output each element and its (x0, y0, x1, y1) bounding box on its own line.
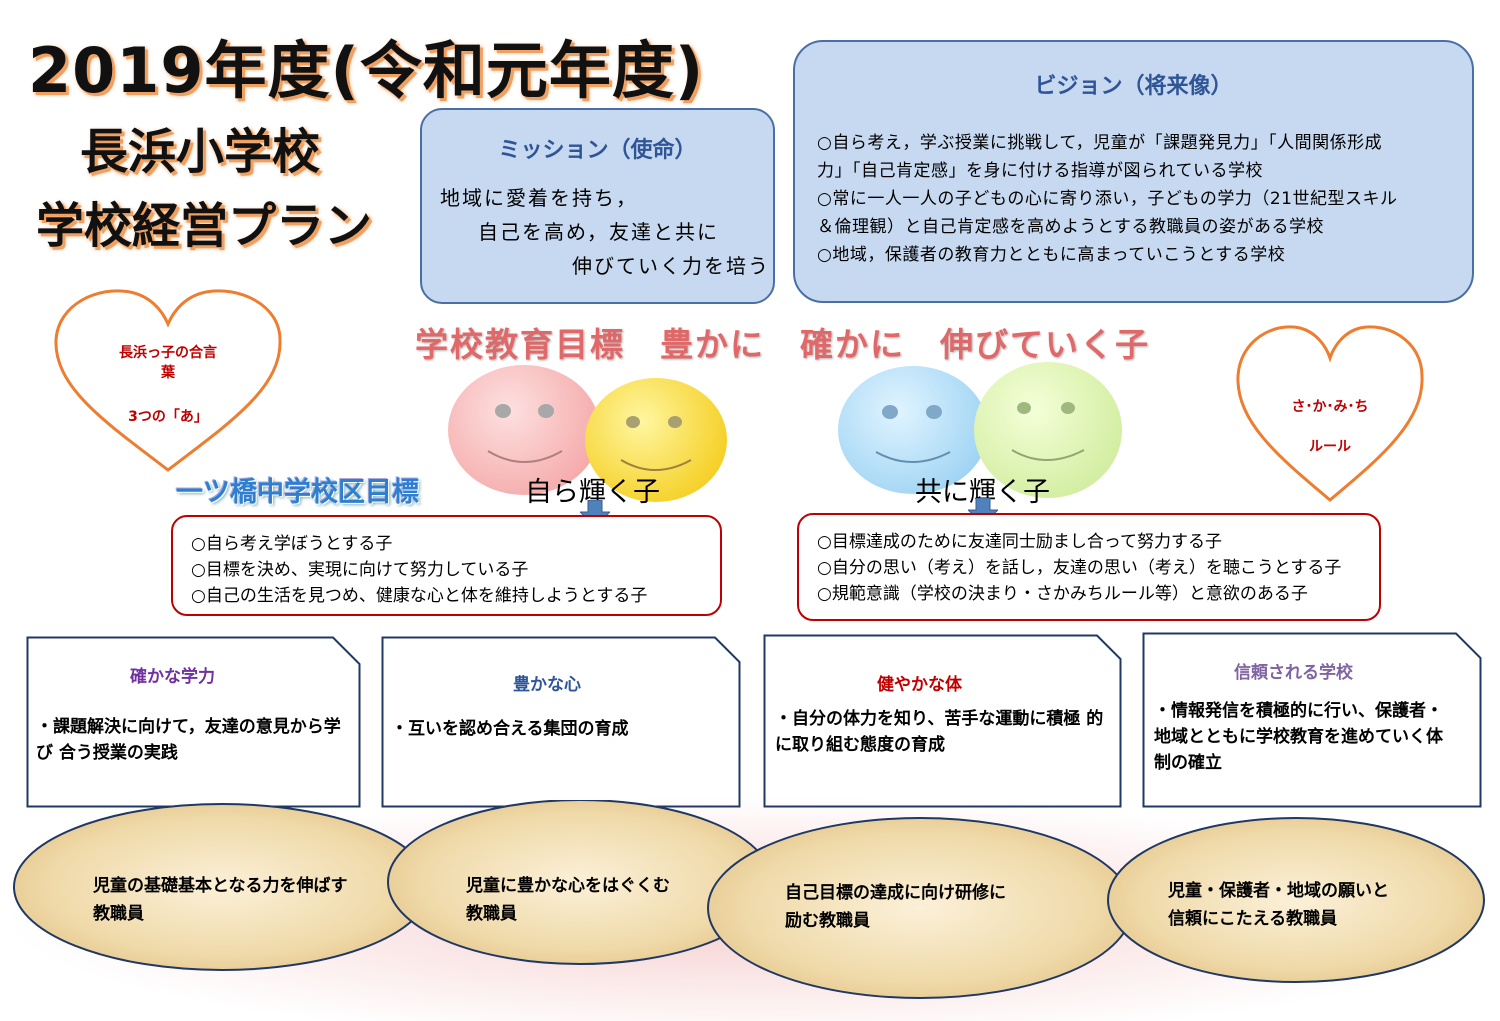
card-frame (1142, 632, 1482, 808)
card-heading: 豊かな心 (513, 675, 581, 695)
smiley-face-green (974, 362, 1122, 498)
heart-rules-line: ルール (1309, 439, 1351, 455)
mission-panel: ミッション（使命） 地域に愛着を持ち， 自己を高め，友達と共に 伸びていく力を培… (420, 108, 775, 304)
vision-line: ○常に一人一人の子どもの心に寄り添い，子どもの学力（21世紀型スキル (817, 189, 1398, 209)
smiley-face-pink (448, 365, 600, 495)
mission-line: 自己を高め，友達と共に (478, 220, 719, 244)
plan-title: 学校経営プラン (36, 198, 373, 254)
school-education-goal: 学校教育目標 豊かに 確かに 伸びていく子 (415, 325, 1150, 364)
vision-panel: ビジョン（将来像） ○自ら考え，学ぶ授業に挑戦して，児童が「課題発見力」「人間関… (793, 40, 1474, 303)
heart-motto-line: 3つの「あ」 (128, 409, 208, 425)
heart-motto-line: 長浜っ子の合言 (119, 345, 217, 361)
staff-ovals (13, 800, 1485, 999)
self-shining-goals-box: ○自ら考え学ぼうとする子 ○目標を決め、実現に向けて努力している子 ○自己の生活… (171, 515, 722, 616)
vision-line: 力」「自己肯定感」を身に付ける指導が図られている学校 (817, 161, 1263, 181)
staff-oval-line: 教職員 (93, 904, 144, 924)
together-shining-goals-box: ○目標達成のために友達同士励まし合って努力する子 ○自分の思い（考え）を話し，友… (797, 513, 1381, 621)
heart-rules-line: さ･か･み･ち (1291, 399, 1369, 415)
school-name: 長浜小学校 (80, 124, 321, 180)
card-heading: 健やかな体 (877, 675, 962, 695)
smiley-icon (487, 404, 563, 463)
smiley-face-blue (838, 366, 988, 494)
staff-oval-line: 教職員 (466, 904, 517, 924)
goal-item: ○自ら考え学ぼうとする子 (191, 534, 393, 554)
goal-item: ○規範意識（学校の決まり・さかみちルール等）と意欲のある子 (817, 584, 1308, 604)
card-frame (381, 636, 741, 808)
vision-line: ＆倫理観）と自己肯定感を高めようとする教職員の姿がある学校 (817, 217, 1324, 237)
staff-oval-line: 児童の基礎基本となる力を伸ばす (93, 876, 348, 896)
staff-oval (1107, 817, 1485, 983)
card-body: ・自分の体力を知り、苦手な運動に積極 的に取り組む態度の育成 (775, 709, 1104, 755)
mission-line: 地域に愛着を持ち， (440, 186, 638, 210)
heart-motto: 長浜っ子の合言 葉 3つの「あ」 (48, 284, 288, 484)
card-healthy-body: 健やかな体 ・自分の体力を知り、苦手な運動に積極 的に取り組む態度の育成 (763, 634, 1122, 808)
heart-motto-line: 葉 (161, 365, 175, 381)
smiley-icon (875, 405, 951, 463)
smiley-icon (620, 416, 692, 471)
goal-item: ○目標達成のために友達同士励まし合って努力する子 (817, 532, 1222, 552)
goal-item: ○目標を決め、実現に向けて努力している子 (191, 560, 529, 580)
staff-oval-line: 信頼にこたえる教職員 (1168, 909, 1338, 929)
card-body: ・情報発信を積極的に行い、保護者・地域とともに学校教育を進めていく体制の確立 (1154, 701, 1443, 773)
card-heading: 確かな学力 (130, 667, 215, 687)
card-frame (26, 636, 361, 808)
card-body: ・課題解決に向けて，友達の意見から学び 合う授業の実践 (36, 717, 341, 763)
staff-oval-line: 児童に豊かな心をはぐくむ (466, 876, 670, 896)
heart-rules: さ･か･み･ち ルール (1230, 318, 1430, 508)
staff-oval-line: 児童・保護者・地域の願いと (1168, 881, 1389, 901)
district-goal-heading: 一ツ橋中学校区目標 (176, 477, 419, 508)
smiley-face-yellow (585, 378, 727, 502)
card-rich-heart: 豊かな心 ・互いを認め合える集団の育成 (381, 636, 741, 808)
card-solid-academics: 確かな学力 ・課題解決に向けて，友達の意見から学び 合う授業の実践 (26, 636, 361, 808)
card-frame (763, 634, 1122, 808)
card-body: ・互いを認め合える集団の育成 (391, 719, 629, 739)
card-trusted-school: 信頼される学校 ・情報発信を積極的に行い、保護者・地域とともに学校教育を進めてい… (1142, 632, 1482, 808)
staff-oval (707, 817, 1133, 999)
card-heading: 信頼される学校 (1234, 663, 1353, 683)
mission-line: 伸びていく力を培う (572, 254, 770, 278)
heart-icon (54, 289, 282, 472)
vision-line: ○地域，保護者の教育力とともに高まっていこうとする学校 (817, 245, 1286, 265)
smiley-icon (1011, 402, 1085, 461)
vision-line: ○自ら考え，学ぶ授業に挑戦して，児童が「課題発見力」「人間関係形成 (817, 133, 1383, 153)
goal-item: ○自己の生活を見つめ、健康な心と体を維持しようとする子 (191, 586, 648, 606)
mission-heading: ミッション（使命） (498, 138, 697, 163)
goal-item: ○自分の思い（考え）を話し，友達の思い（考え）を聴こうとする子 (817, 558, 1342, 578)
heart-icon (1236, 325, 1424, 502)
staff-oval-line: 自己目標の達成に向け研修に (785, 883, 1006, 903)
plan-title-year: 2019年度(令和元年度) (28, 34, 705, 107)
staff-oval-line: 励む教職員 (785, 911, 870, 931)
vision-heading: ビジョン（将来像） (1034, 74, 1233, 99)
